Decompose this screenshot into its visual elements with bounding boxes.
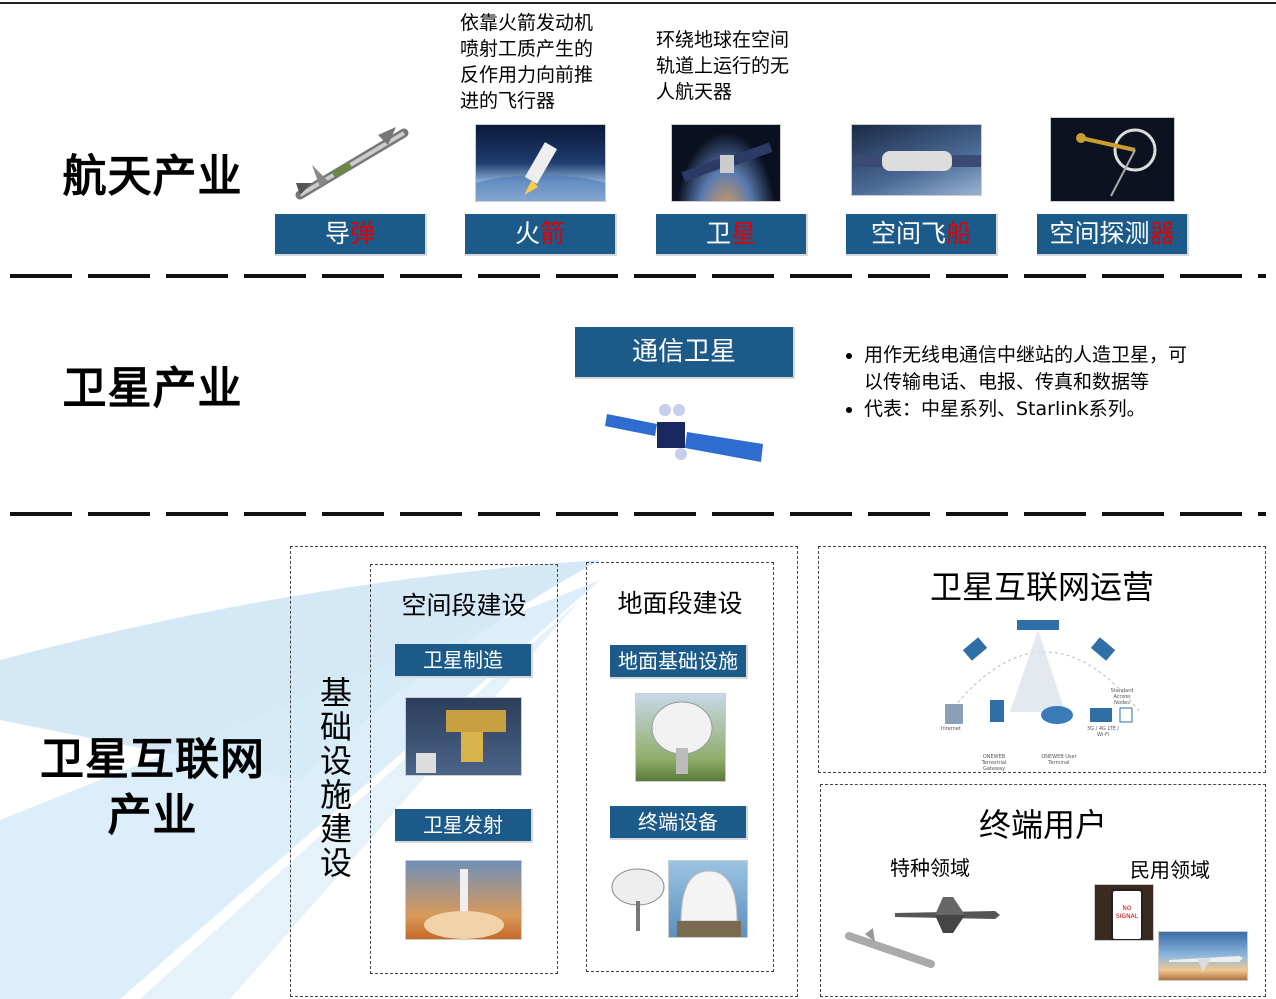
rocket-description: 依靠火箭发动机喷射工质产生的反作用力向前推进的飞行器 [460, 12, 594, 112]
bullet-item: 代表：中星系列、Starlink系列。 [864, 396, 1198, 423]
aerospace-item-rocket: 火箭 [465, 214, 617, 256]
label-part: 导 [324, 219, 350, 248]
label-part: 火 [514, 219, 540, 248]
terminal-equipment-box: 终端设备 [610, 806, 748, 840]
section-divider [10, 512, 1266, 516]
label-highlight: 箭 [540, 219, 566, 248]
aerospace-item-probe: 空间探测器 [1037, 214, 1189, 256]
satellite-launch-image [405, 860, 522, 940]
bullet-item: 用作无线电通信中继站的人造卫星，可以传输电话、电报、传真和数据等 [864, 342, 1198, 396]
section-title-internet: 卫星互联网 产业 [30, 732, 275, 844]
comm-satellite-box: 通信卫星 [575, 327, 795, 379]
civil-domain-label: 民用领域 [1130, 858, 1210, 882]
satellite-manufacturing-box: 卫星制造 [395, 644, 533, 678]
top-rule [0, 2, 1276, 4]
airplane-image [1158, 931, 1248, 981]
rocket-image [475, 124, 606, 202]
title-line: 产业 [107, 790, 198, 841]
label-highlight: 船 [946, 219, 972, 248]
ops-label: Internet [941, 726, 961, 732]
section-title-satellite: 卫星产业 [62, 363, 243, 414]
drone-image [895, 895, 1000, 935]
section-divider [10, 274, 1266, 278]
terminal-dish-image [608, 865, 666, 935]
ground-segment-title: 地面段建设 [617, 589, 743, 618]
title-line: 卫星互联网 [40, 734, 265, 785]
space-probe-image [1050, 117, 1175, 202]
phone-screen-text: NO SIGNAL [1115, 905, 1139, 920]
aerospace-item-spaceship: 空间飞船 [846, 214, 998, 256]
terminal-radome-image [668, 860, 748, 938]
satellite-bullets: 用作无线电通信中继站的人造卫星，可以传输电话、电报、传真和数据等 代表：中星系列… [838, 342, 1198, 423]
ground-segment-box [586, 562, 774, 972]
phone-image: NO SIGNAL [1094, 884, 1154, 941]
infrastructure-label: 基础设施建设 [319, 674, 352, 882]
operations-diagram: Internet ONEWEB Terrestrial Gateway ONEW… [935, 612, 1155, 772]
aerospace-item-missile: 导弹 [275, 214, 427, 256]
label-part: 卫 [705, 219, 731, 248]
special-domain-label: 特种领域 [890, 856, 970, 880]
label-part: 空间探测 [1049, 219, 1150, 248]
aerospace-item-satellite: 卫星 [656, 214, 808, 256]
satellite-image [671, 124, 781, 202]
ground-infrastructure-box: 地面基础设施 [610, 645, 748, 679]
space-segment-title: 空间段建设 [401, 591, 527, 620]
end-users-title: 终端用户 [978, 806, 1107, 844]
comm-satellite-image [605, 400, 765, 465]
ground-infrastructure-image [635, 693, 726, 782]
missile-image [292, 125, 412, 205]
satellite-manufacturing-image [405, 697, 522, 776]
infrastructure-box [290, 546, 798, 997]
missile-user-image [845, 928, 935, 970]
label-highlight: 器 [1149, 219, 1175, 248]
section-title-aerospace: 航天产业 [62, 151, 243, 202]
ops-label: ONEWEB User Terminal [1041, 754, 1077, 766]
operations-box [818, 546, 1266, 773]
ops-label: 3G / 4G LTE / Wi-Fi [1086, 726, 1120, 738]
end-users-box [820, 784, 1266, 997]
label-highlight: 弹 [350, 219, 376, 248]
label-highlight: 星 [731, 219, 757, 248]
label-part: 空间飞 [870, 219, 946, 248]
ops-label: Standard Access Nodes [1110, 688, 1134, 706]
space-segment-box [370, 564, 558, 974]
ops-label: ONEWEB Terrestrial Gateway [981, 754, 1007, 772]
satellite-launch-box: 卫星发射 [395, 809, 533, 843]
satellite-description: 环绕地球在空间轨道上运行的无人航天器 [656, 29, 790, 103]
operations-title: 卫星互联网运营 [929, 568, 1154, 606]
spaceship-image [851, 124, 982, 196]
